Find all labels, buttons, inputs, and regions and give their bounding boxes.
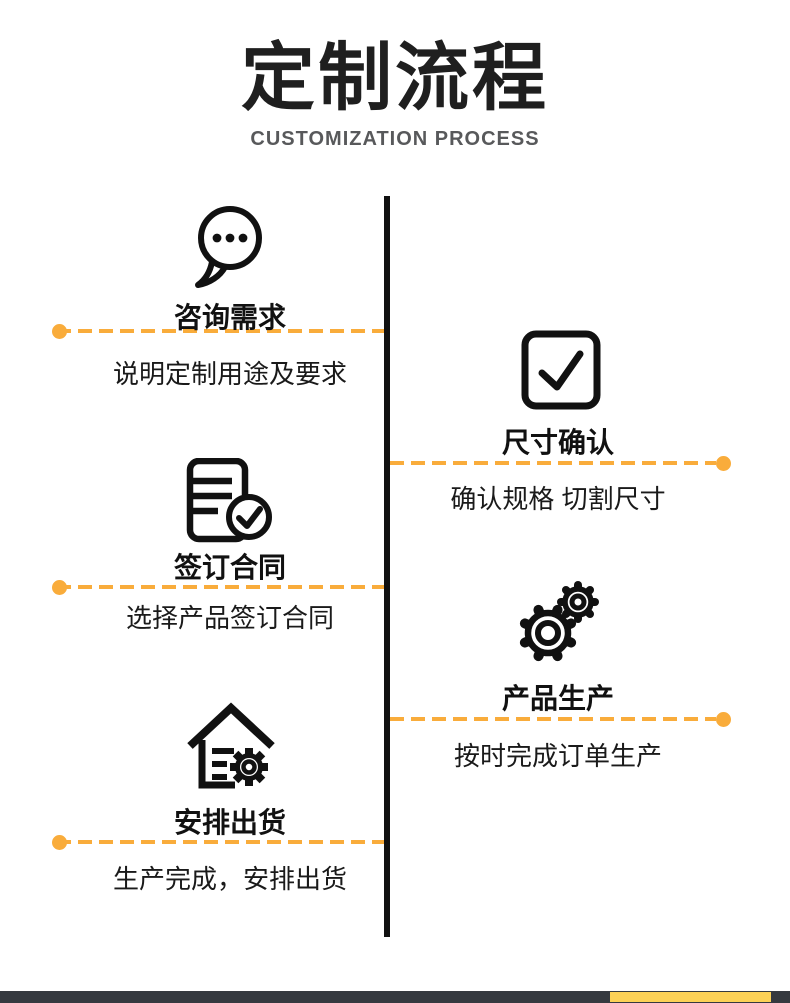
step-description: 按时完成订单生产 xyxy=(453,741,662,771)
step-connector-line xyxy=(57,329,385,333)
step-connector-line xyxy=(390,461,716,465)
page-subtitle: CUSTOMIZATION PROCESS xyxy=(250,128,540,150)
shipping-house-gear-icon xyxy=(185,700,277,792)
step-connector-dot xyxy=(716,712,731,727)
step-description: 选择产品签订合同 xyxy=(125,603,334,633)
step-connector-line xyxy=(57,585,385,589)
step-label: 产品生产 xyxy=(501,683,614,714)
step-connector-dot xyxy=(52,835,67,850)
footer-accent-stripe xyxy=(610,992,771,1002)
step-label: 签订合同 xyxy=(173,552,286,583)
step-description: 说明定制用途及要求 xyxy=(112,359,347,389)
footer-bar xyxy=(0,991,790,1003)
step-connector-line xyxy=(57,840,385,844)
gears-icon xyxy=(510,575,606,667)
step-description: 生产完成，安排出货 xyxy=(112,864,347,894)
checkbox-check-icon xyxy=(520,329,602,411)
step-label: 尺寸确认 xyxy=(501,427,614,458)
step-connector-dot xyxy=(52,580,67,595)
chat-bubble-icon xyxy=(192,204,266,290)
contract-check-icon xyxy=(186,458,274,546)
page-title: 定制流程 xyxy=(241,36,549,119)
step-connector-dot xyxy=(716,456,731,471)
step-description: 确认规格 切割尺寸 xyxy=(450,484,666,514)
step-label: 安排出货 xyxy=(173,807,286,838)
step-connector-line xyxy=(390,717,716,721)
step-connector-dot xyxy=(52,324,67,339)
step-label: 咨询需求 xyxy=(173,302,286,333)
center-divider-line xyxy=(384,196,390,937)
